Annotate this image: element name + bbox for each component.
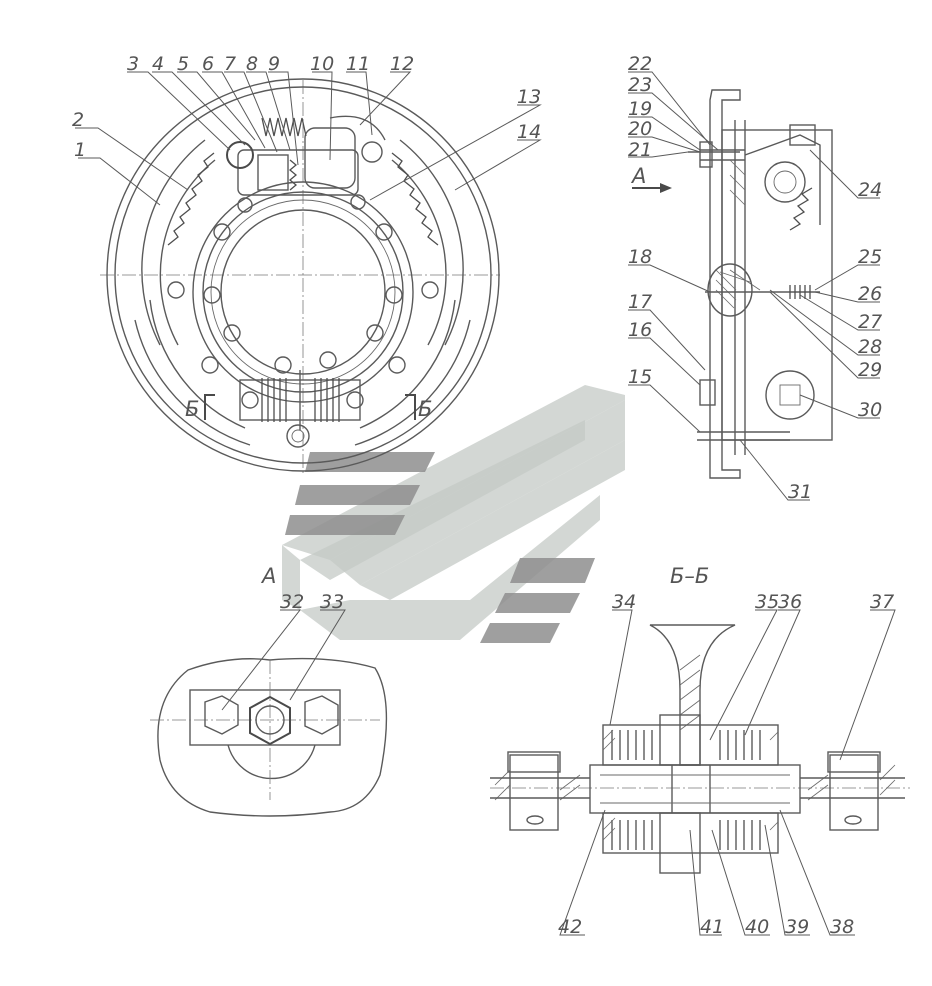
callout-39: 39 (785, 916, 809, 938)
callout-42: 42 (558, 916, 582, 938)
callout-6: 6 (202, 53, 214, 75)
callout-37: 37 (870, 591, 894, 613)
callout-8: 8 (246, 53, 258, 75)
callout-5: 5 (177, 53, 189, 75)
callout-23: 23 (628, 74, 652, 96)
callout-17: 17 (628, 291, 652, 313)
cut-label-left: Б (185, 397, 199, 421)
callout-40: 40 (745, 916, 769, 938)
callout-20: 20 (628, 118, 652, 140)
callout-30: 30 (858, 399, 882, 421)
brake-front-view: Б Б (100, 78, 500, 475)
callout-24: 24 (858, 179, 882, 201)
callout-1: 1 (74, 139, 86, 161)
callout-3: 3 (127, 53, 139, 75)
callout-22: 22 (628, 53, 652, 75)
callout-31: 31 (788, 481, 812, 503)
callout-27: 27 (858, 311, 882, 333)
callout-34: 34 (612, 591, 636, 613)
callout-29: 29 (858, 359, 882, 381)
view-a-title: А (260, 564, 276, 588)
callout-19: 19 (628, 98, 652, 120)
callout-26: 26 (858, 283, 882, 305)
callout-10: 10 (310, 53, 334, 75)
cut-label-right: Б (418, 397, 432, 421)
brake-side-view: А (630, 89, 833, 479)
callout-12: 12 (390, 53, 414, 75)
callout-21: 21 (628, 139, 652, 161)
callout-36: 36 (778, 591, 802, 613)
callout-4: 4 (152, 53, 164, 75)
watermark-logo (282, 385, 625, 643)
callout-35: 35 (755, 591, 779, 613)
leader-lines (75, 71, 896, 936)
callout-13: 13 (517, 86, 541, 108)
callout-9: 9 (268, 53, 280, 75)
callout-38: 38 (830, 916, 854, 938)
callout-11: 11 (346, 53, 370, 75)
callout-25: 25 (858, 246, 882, 268)
callout-15: 15 (628, 366, 652, 388)
callout-16: 16 (628, 319, 652, 341)
callout-32: 32 (280, 591, 304, 613)
view-a: А (150, 564, 388, 817)
arrow-a-label: А (630, 164, 646, 188)
callout-41: 41 (700, 916, 724, 938)
callout-33: 33 (320, 591, 344, 613)
callout-18: 18 (628, 246, 652, 268)
callout-labels: 1 2 3 4 5 6 7 8 9 10 11 12 13 14 15 16 1… (72, 53, 894, 938)
callout-14: 14 (517, 121, 541, 143)
section-b-b: Б–Б (490, 564, 910, 874)
callout-7: 7 (224, 53, 236, 75)
callout-2: 2 (72, 109, 84, 131)
section-b-title: Б–Б (670, 564, 709, 588)
callout-28: 28 (858, 336, 882, 358)
